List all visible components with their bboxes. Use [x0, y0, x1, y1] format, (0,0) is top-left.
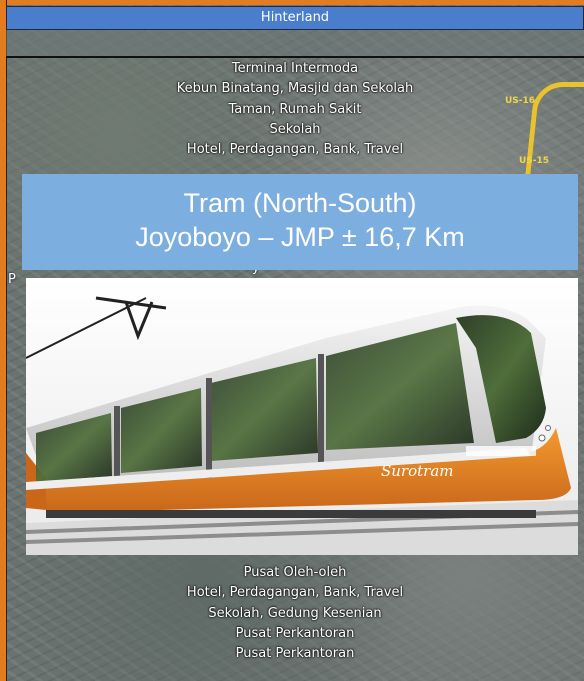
tram-image: Surotram — [26, 278, 578, 555]
list-item: Hotel, Perdagangan, Bank, Travel — [186, 585, 404, 601]
list-item: Pusat Perkantoran — [235, 625, 355, 641]
header-strip — [6, 30, 584, 58]
tram-route-distance: Joyoboyo – JMP ± 16,7 Km — [135, 222, 465, 252]
hinterland-header: Hinterland — [6, 6, 584, 30]
list-item: Pusat Perkantoran — [235, 646, 355, 662]
road-label-us15: US-15 — [519, 156, 550, 166]
list-item: Sekolah — [269, 121, 321, 137]
left-accent-bar — [0, 0, 7, 681]
list-item: Taman, Rumah Sakit — [228, 101, 362, 117]
list-item: Sekolah, Gedung Kesenian — [208, 605, 382, 621]
list-item: Terminal Intermoda — [231, 61, 359, 76]
tram-title: Tram (North-South) — [183, 188, 417, 218]
road-label-us16: US-16 — [505, 96, 536, 106]
list-item: Hotel, Perdagangan, Bank, Travel — [186, 142, 404, 158]
top-destination-list: Terminal Intermoda Kebun Binatang, Masji… — [6, 59, 584, 160]
list-item: Kebun Binatang, Masjid dan Sekolah — [176, 81, 414, 97]
tram-illustration: Surotram — [26, 278, 578, 555]
bottom-destination-list: Pusat Oleh-oleh Hotel, Perdagangan, Bank… — [6, 563, 584, 664]
top-border — [0, 0, 584, 5]
partial-left-text: P — [8, 272, 16, 287]
list-item: Pusat Oleh-oleh — [243, 565, 347, 580]
tram-brand-label: Surotram — [381, 462, 454, 480]
header-title: Hinterland — [260, 10, 330, 25]
tram-title-box: Tram (North-South) Joyoboyo – JMP ± 16,7… — [22, 174, 578, 270]
